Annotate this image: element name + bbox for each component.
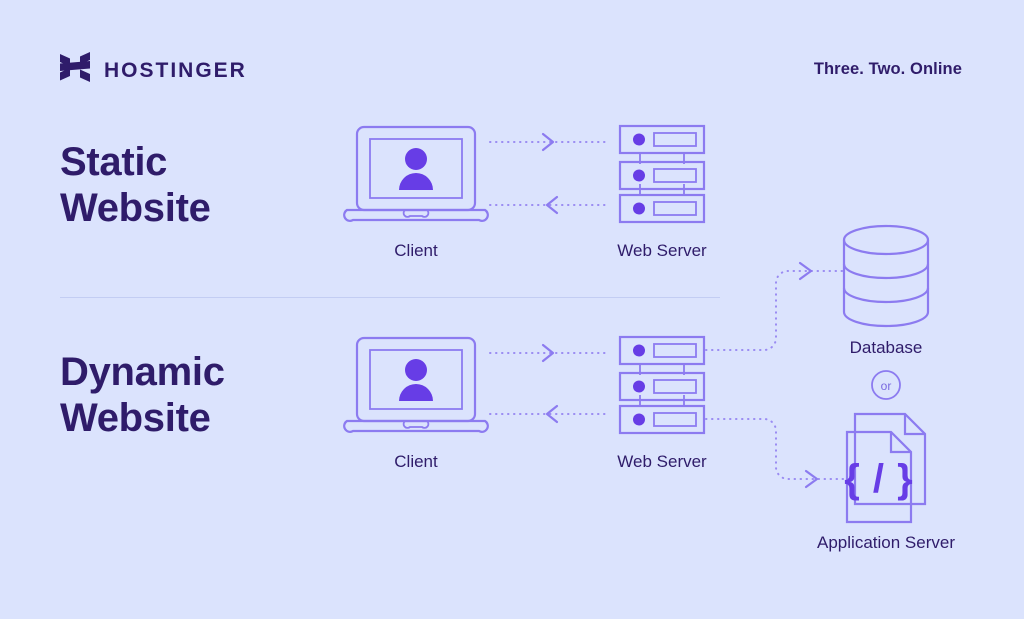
or-badge: or [871, 370, 901, 400]
hostinger-h-logo-icon [60, 52, 90, 89]
brand-wordmark: HOSTINGER [104, 59, 247, 82]
brand-tagline: Three. Two. Online [813, 60, 962, 78]
caption-application-server: Application Server [817, 533, 955, 552]
connector-dynamic-response [489, 404, 611, 424]
laptop-user-icon-dynamic [343, 336, 489, 433]
caption-client-static: Client [394, 241, 438, 260]
connector-static-response [489, 195, 611, 215]
laptop-user-icon-static [343, 125, 489, 222]
section-divider [60, 297, 720, 298]
server-stack-icon-dynamic [618, 335, 706, 435]
connector-static-request [489, 132, 611, 152]
section-title-static: Static Website [60, 140, 211, 230]
caption-client-dynamic: Client [394, 452, 438, 471]
caption-web-server-dynamic: Web Server [617, 452, 707, 471]
code-glyph-label: { / } [844, 457, 913, 501]
code-document-icon: { / } [844, 412, 927, 524]
connector-dynamic-request [489, 343, 611, 363]
database-cylinder-icon [842, 224, 930, 328]
or-badge-label: or [881, 379, 892, 393]
brand-logo: HOSTINGER [60, 52, 247, 89]
caption-database: Database [849, 338, 923, 357]
section-title-dynamic: Dynamic Website [60, 350, 225, 440]
caption-web-server-static: Web Server [617, 241, 707, 260]
connector-server-to-database [705, 261, 847, 351]
server-stack-icon-static [618, 124, 706, 224]
connector-server-to-app-server [705, 418, 853, 489]
